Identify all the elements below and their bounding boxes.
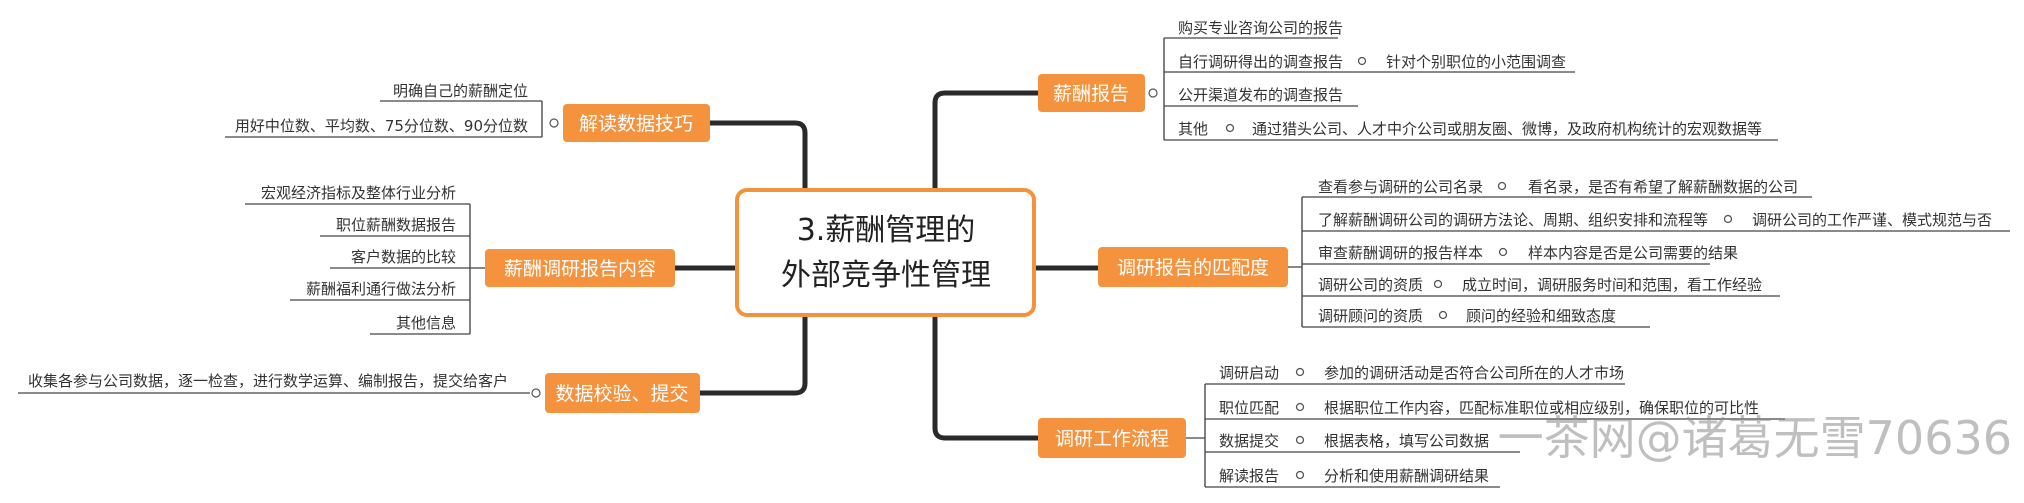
verify-item: 收集各参与公司数据，逐一检查，进行数学运算、编制报告，提交给客户 bbox=[18, 372, 530, 394]
content-item: 宏观经济指标及整体行业分析 bbox=[245, 184, 470, 205]
branch-verify: 数据校验、提交 收集各参与公司数据，逐一检查，进行数学运算、编制报告，提交给客户 bbox=[18, 372, 700, 413]
svg-text:明确自己的薪酬定位: 明确自己的薪酬定位 bbox=[393, 82, 528, 100]
bullet-icon bbox=[1497, 181, 1507, 191]
bullet-icon bbox=[1433, 279, 1443, 289]
svg-text:数据提交: 数据提交 bbox=[1219, 432, 1279, 450]
bullet-icon bbox=[1438, 310, 1448, 320]
svg-text:查看参与调研的公司名录: 查看参与调研的公司名录 bbox=[1318, 178, 1483, 196]
branch-skills: 解读数据技巧 明确自己的薪酬定位 用好中位数、平均数、75分位数、90分位数 bbox=[225, 82, 710, 142]
svg-text:用好中位数、平均数、75分位数、90分位数: 用好中位数、平均数、75分位数、90分位数 bbox=[235, 117, 528, 135]
svg-text:根据职位工作内容，匹配标准职位或相应级别，确保职位的可比性: 根据职位工作内容，匹配标准职位或相应级别，确保职位的可比性 bbox=[1324, 399, 1759, 417]
branch-content: 薪酬调研报告内容 宏观经济指标及整体行业分析 职位薪酬数据报告 客户数据的比较 … bbox=[245, 184, 675, 335]
svg-text:参加的调研活动是否符合公司所在的人才市场: 参加的调研活动是否符合公司所在的人才市场 bbox=[1324, 364, 1624, 382]
svg-text:看名录，是否有希望了解薪酬数据的公司: 看名录，是否有希望了解薪酬数据的公司 bbox=[1528, 178, 1798, 196]
svg-text:顾问的经验和细致态度: 顾问的经验和细致态度 bbox=[1466, 307, 1616, 325]
report-item: 购买专业咨询公司的报告 bbox=[1164, 19, 1343, 39]
trunk-lines bbox=[672, 90, 1101, 441]
content-item: 职位薪酬数据报告 bbox=[320, 216, 470, 237]
svg-text:其他: 其他 bbox=[1178, 120, 1208, 138]
bullet-icon bbox=[1295, 402, 1305, 412]
center-node[interactable]: 3.薪酬管理的 外部竞争性管理 bbox=[735, 188, 1036, 317]
bullet-icon bbox=[1295, 435, 1305, 445]
skills-item: 用好中位数、平均数、75分位数、90分位数 bbox=[225, 117, 542, 138]
svg-text:成立时间，调研服务时间和范围，看工作经验: 成立时间，调研服务时间和范围，看工作经验 bbox=[1462, 276, 1762, 294]
match-item: 调研顾问的资质 顾问的经验和细致态度 bbox=[1302, 307, 1650, 328]
bullet-icon bbox=[1723, 214, 1733, 224]
skills-item: 明确自己的薪酬定位 bbox=[380, 82, 542, 102]
bullet-icon bbox=[1498, 247, 1508, 257]
svg-text:审查薪酬调研的报告样本: 审查薪酬调研的报告样本 bbox=[1318, 244, 1483, 262]
content-item: 客户数据的比较 bbox=[330, 248, 470, 269]
center-title-line1: 3.薪酬管理的 bbox=[797, 213, 976, 248]
process-item: 调研启动 参加的调研活动是否符合公司所在的人才市场 bbox=[1205, 364, 1625, 385]
svg-text:调研启动: 调研启动 bbox=[1219, 364, 1279, 382]
svg-text:根据表格，填写公司数据: 根据表格，填写公司数据 bbox=[1324, 432, 1489, 450]
branch-verify-box[interactable] bbox=[545, 373, 700, 413]
svg-text:样本内容是否是公司需要的结果: 样本内容是否是公司需要的结果 bbox=[1528, 244, 1738, 262]
branch-process-box[interactable] bbox=[1038, 418, 1186, 458]
branch-report-box[interactable] bbox=[1038, 74, 1145, 112]
svg-text:收集各参与公司数据，逐一检查，进行数学运算、编制报告，提交给: 收集各参与公司数据，逐一检查，进行数学运算、编制报告，提交给客户 bbox=[28, 372, 508, 390]
collapse-toggle-icon[interactable] bbox=[531, 388, 541, 398]
svg-text:客户数据的比较: 客户数据的比较 bbox=[351, 248, 456, 266]
bullet-icon bbox=[1295, 367, 1305, 377]
svg-text:职位薪酬数据报告: 职位薪酬数据报告 bbox=[336, 216, 456, 234]
report-item: 其他 通过猎头公司、人才中介公司或朋友圈、微博，及政府机构统计的宏观数据等 bbox=[1164, 120, 1778, 141]
branch-content-label: 薪酬调研报告内容 bbox=[504, 258, 656, 280]
process-item: 数据提交 根据表格，填写公司数据 bbox=[1205, 432, 1520, 453]
branch-match-box[interactable] bbox=[1098, 247, 1288, 287]
trunk-verify bbox=[697, 313, 808, 396]
svg-text:调研公司的工作严谨、模式规范与否: 调研公司的工作严谨、模式规范与否 bbox=[1752, 211, 1992, 229]
branch-report: 薪酬报告 购买专业咨询公司的报告 自行调研得出的调查报告 针对个别职位的小范围调… bbox=[1038, 19, 1778, 141]
bullet-icon bbox=[1357, 56, 1367, 66]
process-item: 职位匹配 根据职位工作内容，匹配标准职位或相应级别，确保职位的可比性 bbox=[1205, 399, 1785, 420]
bullet-icon bbox=[1225, 123, 1235, 133]
content-item: 其他信息 bbox=[370, 314, 470, 335]
process-item: 解读报告 分析和使用薪酬调研结果 bbox=[1205, 467, 1500, 488]
svg-text:分析和使用薪酬调研结果: 分析和使用薪酬调研结果 bbox=[1324, 467, 1489, 485]
svg-text:调研公司的资质: 调研公司的资质 bbox=[1318, 276, 1423, 294]
branch-skills-label: 解读数据技巧 bbox=[579, 113, 693, 135]
svg-text:薪酬福利通行做法分析: 薪酬福利通行做法分析 bbox=[306, 280, 456, 298]
collapse-toggle-icon[interactable] bbox=[549, 118, 559, 128]
branch-process: 调研工作流程 调研启动 参加的调研活动是否符合公司所在的人才市场 职位匹配 根据… bbox=[1038, 364, 1785, 488]
report-item: 自行调研得出的调查报告 针对个别职位的小范围调查 bbox=[1164, 53, 1575, 73]
match-item: 调研公司的资质 成立时间，调研服务时间和范围，看工作经验 bbox=[1302, 276, 1780, 297]
branch-content-box[interactable] bbox=[485, 249, 675, 287]
match-item: 查看参与调研的公司名录 看名录，是否有希望了解薪酬数据的公司 bbox=[1302, 178, 1812, 198]
svg-text:自行调研得出的调查报告: 自行调研得出的调查报告 bbox=[1178, 53, 1343, 71]
branch-report-label: 薪酬报告 bbox=[1053, 83, 1129, 105]
content-item: 薪酬福利通行做法分析 bbox=[290, 280, 470, 301]
trunk-process bbox=[932, 313, 1041, 441]
svg-text:调研顾问的资质: 调研顾问的资质 bbox=[1318, 307, 1423, 325]
svg-text:购买专业咨询公司的报告: 购买专业咨询公司的报告 bbox=[1178, 19, 1343, 37]
report-item: 公开渠道发布的调查报告 bbox=[1164, 86, 1358, 107]
svg-text:其他信息: 其他信息 bbox=[396, 314, 456, 332]
collapse-toggle-icon[interactable] bbox=[1148, 88, 1158, 98]
svg-text:职位匹配: 职位匹配 bbox=[1219, 399, 1279, 417]
center-title-line2: 外部竞争性管理 bbox=[781, 258, 991, 293]
bullet-icon bbox=[1295, 470, 1305, 480]
branch-process-label: 调研工作流程 bbox=[1055, 428, 1169, 450]
branch-skills-box[interactable] bbox=[563, 104, 710, 142]
svg-text:解读报告: 解读报告 bbox=[1219, 467, 1279, 485]
branch-verify-label: 数据校验、提交 bbox=[555, 383, 688, 405]
branch-match: 调研报告的匹配度 查看参与调研的公司名录 看名录，是否有希望了解薪酬数据的公司 … bbox=[1098, 178, 2010, 328]
watermark-text: 一茶网@诸葛无雪70636 bbox=[1498, 411, 2012, 465]
svg-text:了解薪酬调研公司的调研方法论、周期、组织安排和流程等: 了解薪酬调研公司的调研方法论、周期、组织安排和流程等 bbox=[1318, 211, 1708, 229]
match-item: 审查薪酬调研的报告样本 样本内容是否是公司需要的结果 bbox=[1302, 244, 1738, 265]
svg-text:宏观经济指标及整体行业分析: 宏观经济指标及整体行业分析 bbox=[261, 184, 456, 202]
svg-text:通过猎头公司、人才中介公司或朋友圈、微博，及政府机构统计的宏: 通过猎头公司、人才中介公司或朋友圈、微博，及政府机构统计的宏观数据等 bbox=[1252, 120, 1762, 138]
trunk-skills bbox=[707, 120, 808, 193]
svg-text:公开渠道发布的调查报告: 公开渠道发布的调查报告 bbox=[1178, 86, 1343, 104]
match-item: 了解薪酬调研公司的调研方法论、周期、组织安排和流程等 调研公司的工作严谨、模式规… bbox=[1302, 211, 2010, 232]
branch-match-label: 调研报告的匹配度 bbox=[1117, 257, 1269, 279]
trunk-report bbox=[932, 90, 1041, 193]
svg-text:针对个别职位的小范围调查: 针对个别职位的小范围调查 bbox=[1386, 53, 1566, 71]
